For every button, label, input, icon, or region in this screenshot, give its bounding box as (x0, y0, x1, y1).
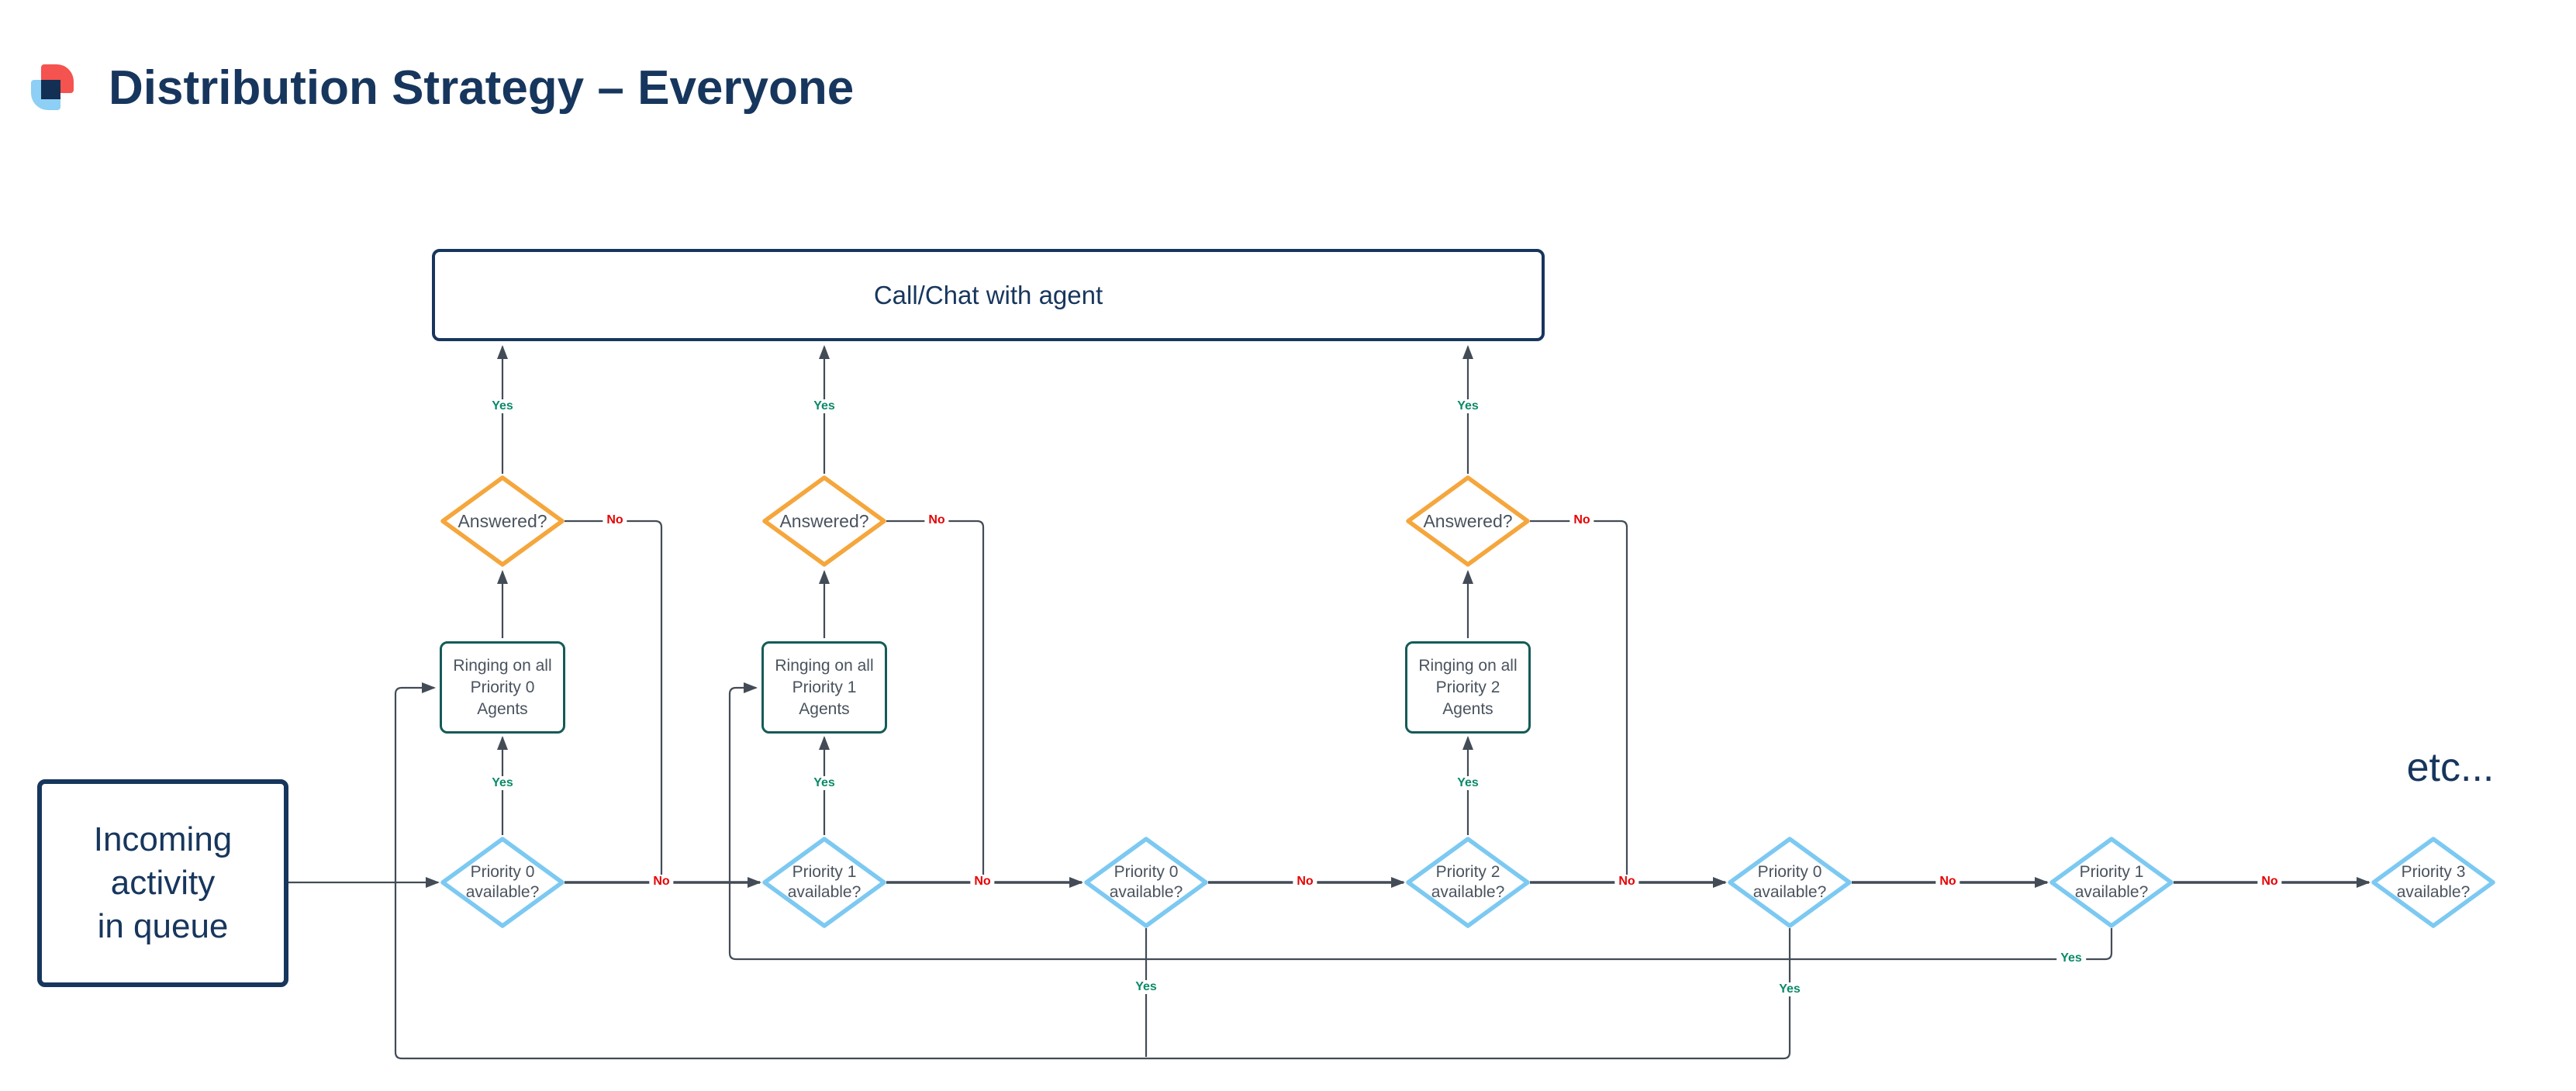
decision-label: Priority 3 available? (2396, 863, 2471, 901)
label-no-answered-2: No (924, 513, 949, 527)
node-ringing-priority-2[interactable]: Ringing on all Priority 2 Agents (1405, 641, 1531, 734)
label-no-p0b: No (1293, 875, 1317, 889)
decision-label: Answered? (1423, 511, 1513, 531)
node-label: Ringing on all Priority 2 Agents (1418, 656, 1518, 718)
label-yes-p0-loop-1: Yes (1131, 980, 1161, 994)
decision-label: Priority 1 available? (787, 863, 862, 901)
label-yes-p0-loop-2: Yes (1775, 982, 1804, 996)
label-no-p2: No (1614, 875, 1639, 889)
label-no-answered-3: No (1569, 513, 1594, 527)
edge-yes-loop-p1-return (728, 682, 2113, 961)
label-yes-answered-1: Yes (488, 399, 517, 413)
label-yes-answered-2: Yes (810, 399, 839, 413)
label-no-answered-1: No (603, 513, 627, 527)
label-yes-answered-3: Yes (1453, 399, 1483, 413)
decision-priority-0-available-1[interactable]: Priority 0 available? (439, 835, 566, 930)
label-yes-p1: Yes (810, 776, 839, 790)
decision-priority-1-available-2[interactable]: Priority 1 available? (2048, 835, 2175, 930)
node-label: Incoming activity in queue (93, 820, 233, 945)
decision-answered-2[interactable]: Answered? (761, 474, 888, 568)
label-no-p1: No (970, 875, 995, 889)
edge-yes-loop-p0-return (394, 682, 1791, 1060)
label-no-p1b: No (2257, 875, 2282, 889)
decision-priority-0-available-3[interactable]: Priority 0 available? (1726, 835, 1853, 930)
label-no-p0c: No (1935, 875, 1960, 889)
decision-priority-0-available-2[interactable]: Priority 0 available? (1083, 835, 1210, 930)
node-ringing-priority-0[interactable]: Ringing on all Priority 0 Agents (440, 641, 565, 734)
brand-logo-icon (31, 64, 74, 111)
decision-label: Priority 0 available? (1752, 863, 1827, 901)
decision-priority-3-available-1[interactable]: Priority 3 available? (2370, 835, 2497, 930)
decision-label: Priority 0 available? (465, 863, 540, 901)
logo-navy-shape (41, 80, 60, 99)
edge-no-answered1-merge (565, 520, 663, 881)
decision-label: Priority 2 available? (1431, 863, 1505, 901)
node-label: Ringing on all Priority 1 Agents (775, 656, 874, 718)
decision-answered-3[interactable]: Answered? (1404, 474, 1531, 568)
node-label: Call/Chat with agent (873, 280, 1103, 309)
decision-label: Priority 0 available? (1109, 863, 1183, 901)
edge-no-answered3-merge (1530, 520, 1628, 881)
page-title: Distribution Strategy – Everyone (109, 61, 855, 115)
decision-label: Priority 1 available? (2074, 863, 2149, 901)
decision-label: Answered? (458, 511, 547, 531)
decision-label: Answered? (779, 511, 869, 531)
label-yes-p1-loop: Yes (2056, 951, 2086, 965)
node-call-chat-with-agent[interactable]: Call/Chat with agent (432, 249, 1545, 341)
label-no-p0: No (649, 875, 674, 889)
node-ringing-priority-1[interactable]: Ringing on all Priority 1 Agents (761, 641, 887, 734)
edge-no-answered2-merge (886, 520, 985, 881)
node-label: Ringing on all Priority 0 Agents (453, 656, 552, 718)
node-incoming-activity[interactable]: Incoming activity in queue (37, 779, 288, 987)
decision-answered-1[interactable]: Answered? (439, 474, 566, 568)
decision-priority-2-available-1[interactable]: Priority 2 available? (1404, 835, 1531, 930)
label-yes-p0: Yes (488, 776, 517, 790)
decision-priority-1-available-1[interactable]: Priority 1 available? (761, 835, 888, 930)
label-yes-p2: Yes (1453, 776, 1483, 790)
etc-text: etc... (2406, 745, 2495, 790)
